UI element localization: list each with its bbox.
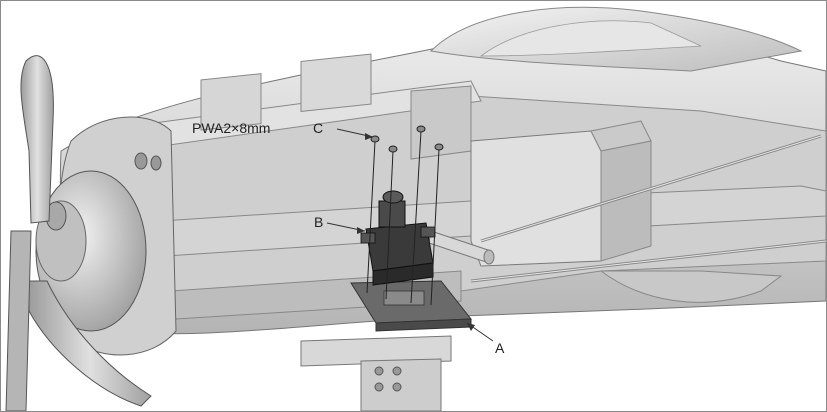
callout-b: B — [314, 214, 324, 230]
screw-spec-label: PWA2×8mm — [192, 120, 271, 136]
landing-gear-bracket — [300, 335, 452, 367]
mounting-screws — [366, 125, 444, 306]
rear-former — [470, 130, 602, 267]
propeller-blade-top — [20, 55, 54, 224]
propeller-blade-bottom — [28, 280, 152, 407]
callout-a: A — [495, 340, 505, 356]
callout-c: C — [313, 120, 324, 136]
